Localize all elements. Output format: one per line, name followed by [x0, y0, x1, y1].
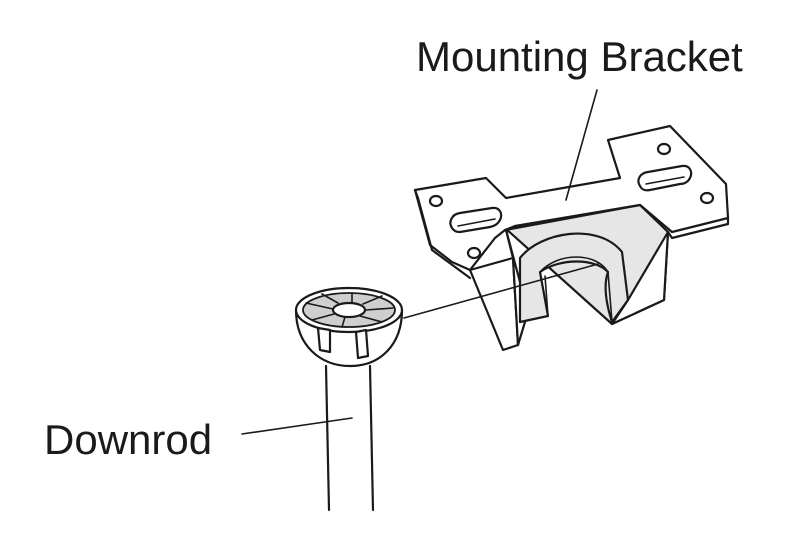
downrod: [324, 364, 375, 512]
bracket-hole-1: [428, 194, 444, 208]
bracket-socket-seat: [518, 232, 630, 324]
bracket-hole-2: [466, 246, 482, 260]
mounting-bracket: [413, 124, 730, 352]
bracket-socket-slot: [544, 271, 613, 323]
bracket-plate-edge: [413, 188, 730, 280]
bracket-left-slot: [449, 206, 503, 234]
bracket-top-plate: [413, 124, 730, 272]
hanger-ball-notch-left: [316, 326, 332, 354]
downrod-left-edge: [324, 364, 331, 512]
hanger-ball-center-hole: [331, 301, 367, 319]
downrod-right-edge: [368, 364, 375, 512]
bracket-right-slot: [637, 164, 693, 192]
hanger-ball-ribs: [305, 292, 394, 328]
hanger-ball: [294, 286, 404, 368]
downrod-leader-line: [241, 417, 353, 435]
assembly-alignment-line: [403, 263, 599, 319]
downrod-label: Downrod: [44, 416, 213, 463]
bracket-leader-line: [565, 89, 598, 201]
mounting-bracket-label: Mounting Bracket: [416, 33, 743, 80]
bracket-hole-3: [656, 142, 672, 156]
bracket-channel-right-wall: [610, 230, 670, 326]
bracket-plate-opening: [503, 203, 657, 232]
bracket-socket-inner-arc: [539, 256, 609, 273]
bracket-channel-left-wall: [468, 256, 520, 352]
hanger-ball-notch-right: [354, 328, 370, 360]
bracket-hole-4: [699, 191, 715, 205]
